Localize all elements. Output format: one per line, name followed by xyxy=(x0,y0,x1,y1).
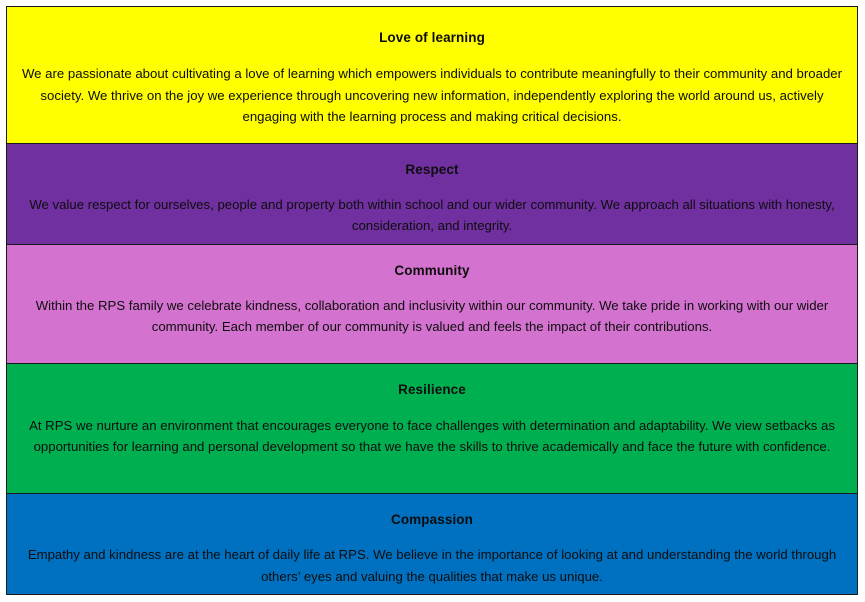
value-title-community: Community xyxy=(394,262,470,278)
value-title-love-of-learning: Love of learning xyxy=(379,30,485,45)
value-body-love-of-learning: We are passionate about cultivating a lo… xyxy=(21,66,843,124)
value-title-compassion: Compassion xyxy=(390,512,473,528)
value-body-compassion: Empathy and kindness are at the heart of… xyxy=(27,547,837,584)
value-body-respect: We value respect for ourselves, people a… xyxy=(29,196,835,234)
value-row-resilience: Resilience At RPS we nurture an environm… xyxy=(7,364,857,495)
value-body-resilience: At RPS we nurture an environment that en… xyxy=(29,417,835,454)
value-body-community: Within the RPS family we celebrate kindn… xyxy=(35,297,829,335)
value-row-love-of-learning: Love of learning We are passionate about… xyxy=(7,7,857,144)
value-row-compassion: Compassion Empathy and kindness are at t… xyxy=(7,494,857,594)
school-values-table: Love of learning We are passionate about… xyxy=(6,6,858,595)
value-title-respect: Respect xyxy=(405,161,459,177)
value-title-resilience: Resilience xyxy=(398,382,466,398)
value-row-respect: Respect We value respect for ourselves, … xyxy=(7,143,857,245)
value-row-community: Community Within the RPS family we celeb… xyxy=(7,244,857,365)
